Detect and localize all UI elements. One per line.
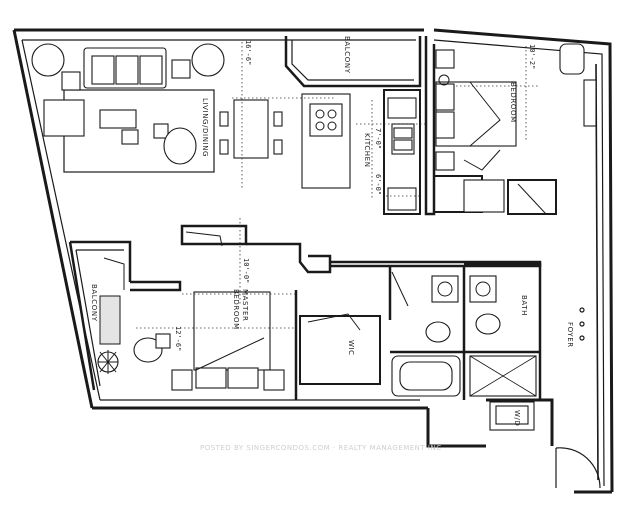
door-swings [103,149,547,331]
dim-bedroom-width: 10'-2" [528,44,536,69]
dishwasher [387,187,417,211]
planter-right [191,43,225,77]
armchair-left [43,99,85,137]
vanity-sink-right [469,275,497,303]
nightstand-bottom [435,151,455,171]
label-wic: WIC [347,340,355,356]
dim-master-a: 10'-0" [242,258,250,283]
dimension-lines [136,42,540,329]
balcony-left-furniture [97,295,121,374]
label-wd: W/D [513,410,521,426]
label-master-line2: BEDROOM [232,289,240,330]
label-bath: BATH [520,295,528,316]
dining-set [219,99,283,159]
kitchen-fixtures [301,93,417,211]
dining-table [233,99,269,159]
toilet-right [475,313,501,335]
toilet-left [425,321,451,343]
fridge [387,97,417,119]
interior-walls [68,36,557,400]
label-master-line1: MASTER [241,289,249,321]
label-balcony-top: BALCONY [343,36,351,74]
area-rug [63,89,215,173]
side-table-right [171,59,191,79]
dim-kitchen-b: 6'-0" [374,174,382,195]
watermark-text: POSTED BY SINGERCONDOS.COM · REALTY MANA… [200,444,442,452]
dresser [583,79,597,127]
label-bedroom: BEDROOM [509,82,517,123]
bedroom-furniture [435,43,597,213]
dim-living-depth: 16'-6" [244,40,252,65]
master-nightstand-right [263,369,285,391]
vanity-sink-left [431,275,459,303]
side-table-left [61,71,81,91]
label-living-dining: LIVING/DINING [201,98,209,157]
coffee-table [99,109,137,129]
living-furniture [31,43,225,173]
dim-master-b: 12'-6" [174,326,182,351]
laundry [489,401,535,431]
master-chair [133,337,163,363]
exterior-walls [12,28,614,494]
master-furniture [133,291,285,391]
side-table-small [153,123,169,139]
master-nightstand-left [171,369,193,391]
dim-kitchen-a: 7'-0" [374,128,382,149]
wardrobe [463,179,505,213]
label-foyer: FOYER [566,322,574,348]
bath-fixtures [391,275,537,397]
accent-chair [559,43,585,75]
foyer-fixtures [555,307,601,489]
master-bed [193,291,271,371]
ottoman [121,129,139,145]
sofa [83,47,167,89]
planter-left [31,43,65,77]
armchair-round [163,127,197,165]
entry-door-swing [555,447,601,489]
label-balcony-left: BALCONY [90,284,98,322]
label-kitchen: KITCHEN [363,133,371,168]
nightstand-top [435,49,455,69]
